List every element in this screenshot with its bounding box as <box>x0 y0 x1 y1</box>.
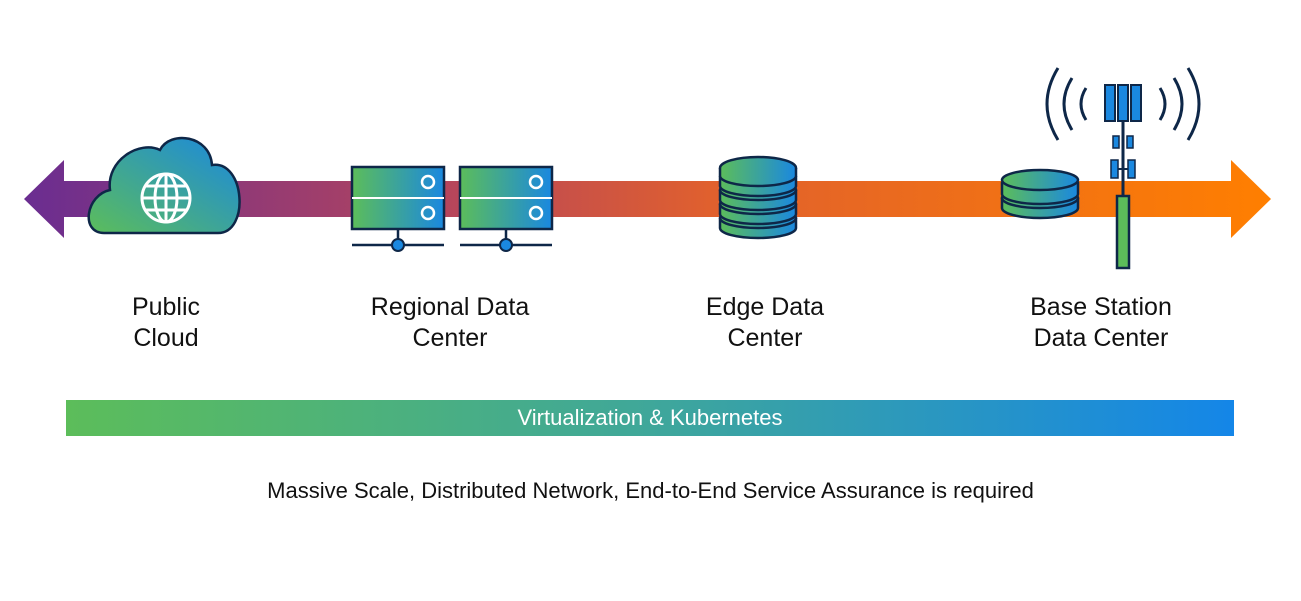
platform-bar: Virtualization & Kubernetes <box>66 400 1234 436</box>
server-rack-icon <box>458 165 554 252</box>
footnote: Massive Scale, Distributed Network, End-… <box>267 478 1034 503</box>
double-arrow <box>24 160 1271 238</box>
cloud-globe-icon <box>87 136 241 235</box>
topology-diagram <box>24 67 1271 270</box>
database-icon <box>718 155 798 240</box>
database-icon <box>1000 168 1080 220</box>
server-rack-icon <box>350 165 446 252</box>
cell-tower-icon <box>1045 67 1201 270</box>
